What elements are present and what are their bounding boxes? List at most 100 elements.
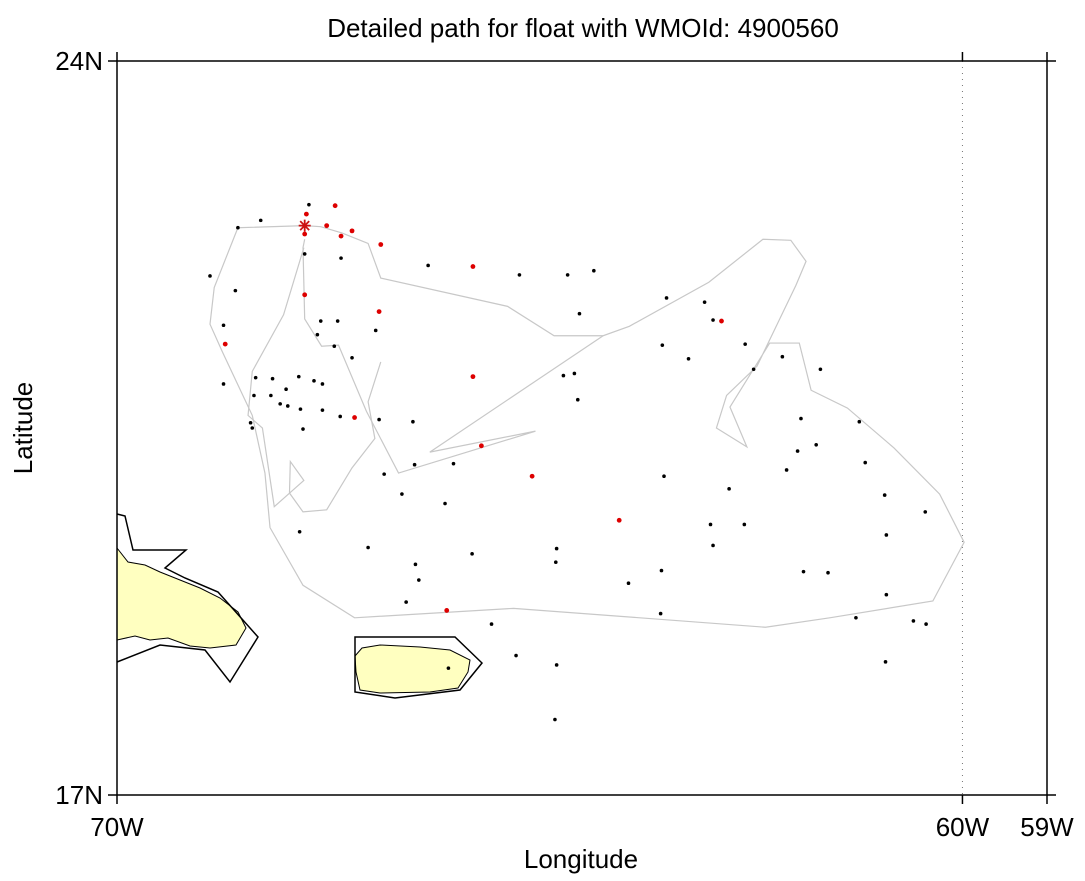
track-point — [270, 376, 275, 381]
track-point — [884, 592, 889, 597]
track-point — [577, 311, 582, 316]
track-point-highlight — [378, 242, 384, 247]
track-point — [315, 332, 320, 337]
track-point — [373, 328, 378, 333]
track-point — [451, 461, 456, 466]
track-point-highlight — [302, 292, 308, 298]
track-point — [443, 501, 447, 506]
track-point-highlight — [719, 318, 724, 324]
track-point — [884, 533, 889, 537]
track-point — [561, 373, 566, 378]
track-point — [412, 462, 417, 467]
track-point — [818, 367, 823, 372]
float-track-line-1 — [209, 225, 965, 628]
track-point — [446, 666, 451, 670]
track-point — [320, 382, 325, 386]
track-point — [882, 493, 887, 497]
track-point — [400, 492, 404, 496]
track-point — [659, 568, 664, 573]
track-point — [883, 660, 888, 664]
landmass-hispaniola — [116, 546, 247, 649]
track-point-highlight — [470, 264, 476, 269]
x-tick-label: 70W — [90, 812, 144, 842]
track-point — [250, 426, 255, 430]
track-point — [780, 354, 785, 359]
track-point — [233, 288, 238, 293]
track-point — [799, 416, 803, 421]
landmass-hispaniola-outline — [116, 513, 259, 684]
track-point — [318, 319, 323, 323]
track-point — [298, 407, 303, 411]
track-point — [221, 323, 226, 328]
track-point — [660, 343, 665, 347]
start-marker — [298, 219, 311, 232]
track-point — [784, 468, 789, 472]
track-point — [301, 427, 305, 431]
x-axis-label: Longitude — [524, 844, 638, 874]
track-point — [626, 581, 631, 585]
landmass-puerto-rico-outline — [354, 636, 484, 699]
track-point — [253, 375, 258, 380]
track-point — [686, 356, 691, 361]
track-point — [221, 382, 226, 386]
track-point — [302, 252, 307, 256]
track-point — [236, 225, 240, 230]
track-point — [208, 274, 212, 278]
x-tick-label: 60W — [936, 812, 990, 842]
track-point — [278, 402, 282, 406]
track-point — [489, 622, 494, 626]
track-point — [742, 522, 747, 527]
track-point — [411, 419, 415, 424]
track-point — [307, 202, 311, 207]
track-point — [252, 393, 256, 398]
track-point-highlight — [302, 231, 308, 237]
track-point — [404, 600, 408, 604]
track-point — [517, 273, 522, 277]
track-point — [575, 397, 580, 402]
track-point-highlight — [529, 473, 535, 479]
track-point — [751, 367, 756, 372]
track-point — [413, 562, 418, 567]
y-tick-label: 17N — [55, 780, 103, 810]
track-point-highlight — [444, 608, 450, 613]
track-point — [269, 393, 273, 398]
track-point — [863, 460, 868, 465]
track-point — [297, 530, 302, 534]
track-point-highlight — [470, 374, 476, 380]
track-point — [338, 414, 343, 419]
track-point-highlight — [616, 517, 622, 523]
track-point — [320, 408, 325, 412]
track-point — [554, 546, 559, 551]
track-point — [702, 300, 707, 304]
track-point — [854, 615, 858, 620]
track-point-highlight — [222, 341, 228, 347]
chart-title: Detailed path for float with WMOId: 4900… — [327, 13, 839, 43]
track-point — [554, 663, 559, 667]
track-point — [514, 653, 518, 658]
track-point — [426, 263, 430, 268]
float-track-line-3 — [247, 247, 382, 513]
track-point-highlight — [376, 309, 382, 315]
track-point — [658, 611, 663, 616]
track-point — [857, 419, 862, 424]
landmass-puerto-rico — [354, 644, 471, 694]
track-point — [284, 387, 288, 392]
plot-frame — [116, 60, 1048, 796]
track-point — [248, 420, 253, 425]
track-point — [332, 344, 337, 349]
track-point-highlight — [324, 223, 330, 229]
track-point — [285, 404, 290, 408]
track-point — [826, 570, 830, 575]
track-point — [711, 318, 715, 322]
start-marker-stroke — [299, 220, 310, 231]
track-point — [911, 619, 916, 623]
track-point — [312, 379, 316, 383]
track-point — [592, 268, 596, 273]
track-point — [662, 474, 666, 479]
track-point — [296, 374, 301, 379]
track-point — [664, 296, 669, 300]
track-point-highlight — [478, 443, 484, 449]
track-point — [801, 569, 806, 574]
